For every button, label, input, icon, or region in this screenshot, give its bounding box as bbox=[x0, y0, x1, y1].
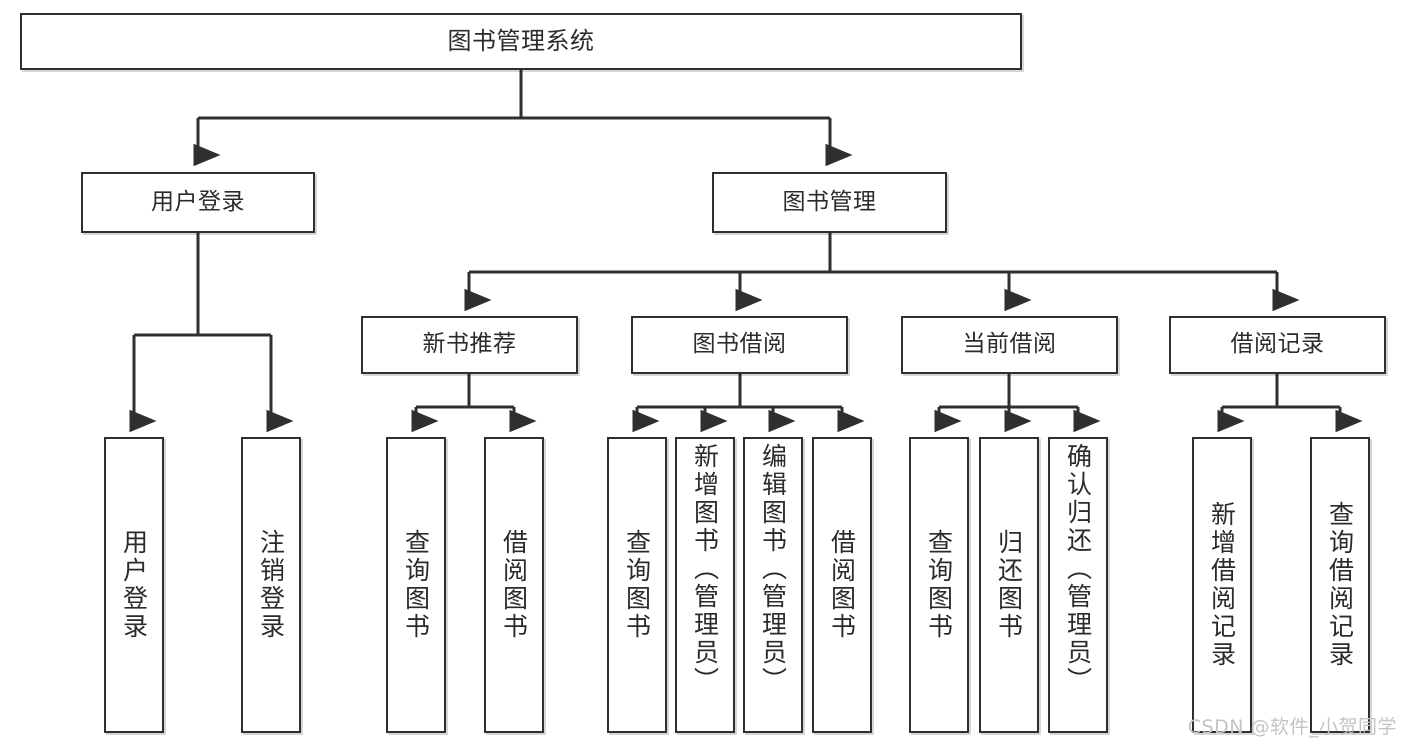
leaf-query-book-borrowing[interactable]: 查询图书 bbox=[607, 437, 667, 733]
node-label: 查询图书 bbox=[622, 529, 652, 641]
node-label: 图书借阅 bbox=[692, 331, 787, 358]
node-book-management[interactable]: 图书管理 bbox=[712, 172, 947, 233]
node-label: 注销登录 bbox=[256, 529, 286, 641]
node-user-login[interactable]: 用户登录 bbox=[81, 172, 315, 233]
leaf-add-borrowing-record[interactable]: 新增借阅记录 bbox=[1192, 437, 1252, 733]
leaf-logout[interactable]: 注销登录 bbox=[241, 437, 301, 733]
node-label: 当前借阅 bbox=[962, 331, 1057, 358]
node-book-borrowing[interactable]: 图书借阅 bbox=[631, 316, 848, 374]
node-label: 查询图书 bbox=[924, 529, 954, 641]
leaf-query-book-current[interactable]: 查询图书 bbox=[909, 437, 969, 733]
node-label: 新增借阅记录 bbox=[1207, 501, 1237, 669]
leaf-edit-book-admin[interactable]: 编辑图书（管理员） bbox=[743, 437, 803, 733]
node-label: 借阅图书 bbox=[827, 529, 857, 641]
node-borrowing-record[interactable]: 借阅记录 bbox=[1169, 316, 1386, 374]
node-root-book-management-system[interactable]: 图书管理系统 bbox=[20, 13, 1022, 70]
leaf-query-book-recommendation[interactable]: 查询图书 bbox=[386, 437, 446, 733]
leaf-user-login[interactable]: 用户登录 bbox=[104, 437, 164, 733]
leaf-add-book-admin[interactable]: 新增图书（管理员） bbox=[675, 437, 735, 733]
node-label: 查询图书 bbox=[401, 529, 431, 641]
node-label: 编辑图书（管理员） bbox=[758, 443, 788, 695]
node-current-borrowing[interactable]: 当前借阅 bbox=[901, 316, 1118, 374]
leaf-confirm-return-admin[interactable]: 确认归还（管理员） bbox=[1048, 437, 1108, 733]
node-label: 用户登录 bbox=[119, 529, 149, 641]
leaf-query-borrowing-record[interactable]: 查询借阅记录 bbox=[1310, 437, 1370, 733]
node-label: 借阅记录 bbox=[1230, 331, 1325, 358]
node-label: 用户登录 bbox=[151, 188, 245, 215]
node-label: 归还图书 bbox=[994, 529, 1024, 641]
leaf-borrow-book-borrowing[interactable]: 借阅图书 bbox=[812, 437, 872, 733]
leaf-return-book[interactable]: 归还图书 bbox=[979, 437, 1039, 733]
node-label: 图书管理 bbox=[782, 188, 877, 215]
node-label: 借阅图书 bbox=[499, 529, 529, 641]
node-label: 图书管理系统 bbox=[447, 27, 595, 56]
node-new-book-recommendation[interactable]: 新书推荐 bbox=[361, 316, 578, 374]
node-label: 查询借阅记录 bbox=[1325, 501, 1355, 669]
node-label: 确认归还（管理员） bbox=[1063, 443, 1093, 695]
node-label: 新书推荐 bbox=[422, 331, 517, 358]
node-label: 新增图书（管理员） bbox=[690, 443, 720, 695]
leaf-borrow-book-recommendation[interactable]: 借阅图书 bbox=[484, 437, 544, 733]
